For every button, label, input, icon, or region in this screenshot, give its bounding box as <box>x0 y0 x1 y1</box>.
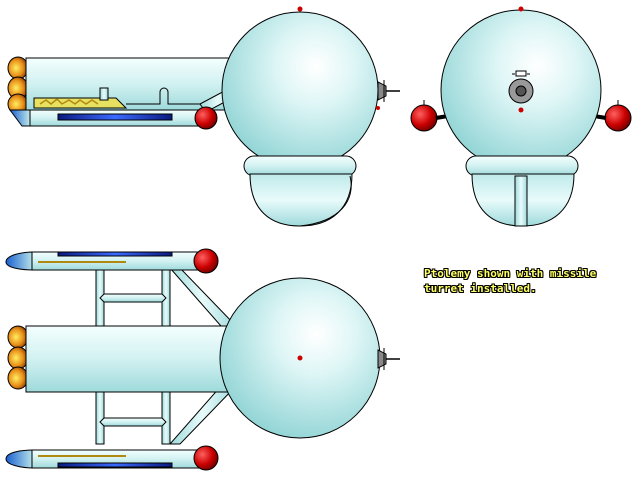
top-engine-exhausts <box>7 325 29 390</box>
top-deflector-antenna <box>377 348 400 370</box>
ship-caption: Ptolemy shown with missile turret instal… <box>424 267 597 295</box>
top-lower-nacelle <box>5 445 219 471</box>
side-view <box>7 6 400 227</box>
top-engineering-hull <box>25 325 231 393</box>
front-left-nacelle-cap <box>410 104 438 132</box>
front-equator-ring <box>465 155 579 177</box>
top-view <box>5 248 400 471</box>
front-view <box>410 6 632 227</box>
equator-ring <box>243 155 357 177</box>
deflector-antenna <box>377 80 400 102</box>
side-nacelle-cap <box>194 106 218 130</box>
missile-turret-pylon <box>514 175 528 227</box>
lower-dome <box>249 173 353 227</box>
primary-sphere <box>221 11 379 169</box>
engine-exhausts <box>7 56 29 115</box>
front-right-nacelle-cap <box>604 104 632 132</box>
top-upper-nacelle <box>5 248 219 274</box>
front-deflector-dish <box>508 70 534 104</box>
